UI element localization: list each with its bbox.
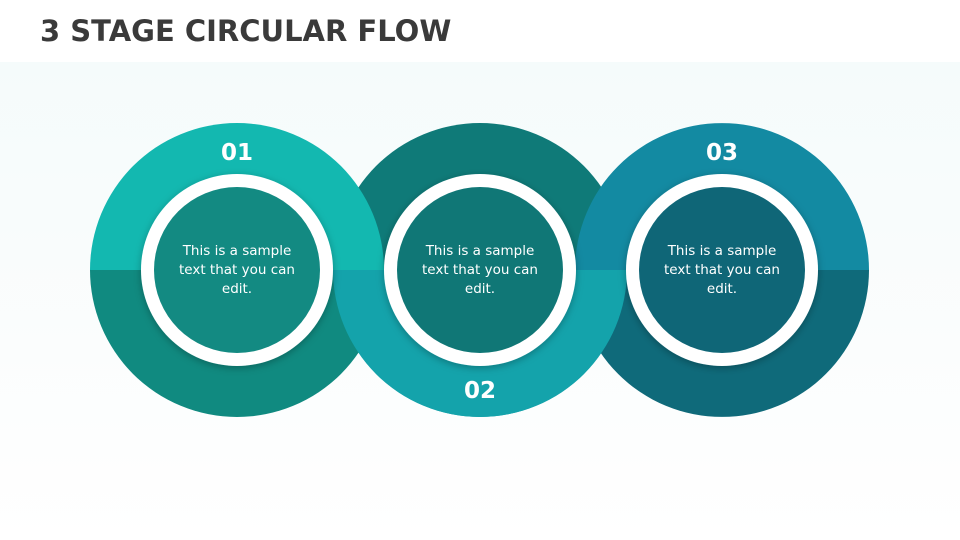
stage-1-number: 01 — [221, 140, 253, 166]
stage-1-inner — [141, 174, 333, 366]
stage-2-number: 02 — [464, 378, 496, 404]
stage-3-inner-circle — [639, 187, 805, 353]
stage-3-inner — [626, 174, 818, 366]
slide-title: 3 STAGE CIRCULAR FLOW — [40, 14, 452, 48]
stage-2-inner — [384, 174, 576, 366]
stage-2-text: This is a sample text that you can edit. — [422, 243, 538, 297]
stage-1-text: This is a sample text that you can edit. — [179, 243, 295, 297]
stage-3-text: This is a sample text that you can edit. — [664, 243, 780, 297]
stage-3-number: 03 — [706, 140, 738, 166]
stage-1-inner-circle — [154, 187, 320, 353]
stage-2-inner-circle — [397, 187, 563, 353]
